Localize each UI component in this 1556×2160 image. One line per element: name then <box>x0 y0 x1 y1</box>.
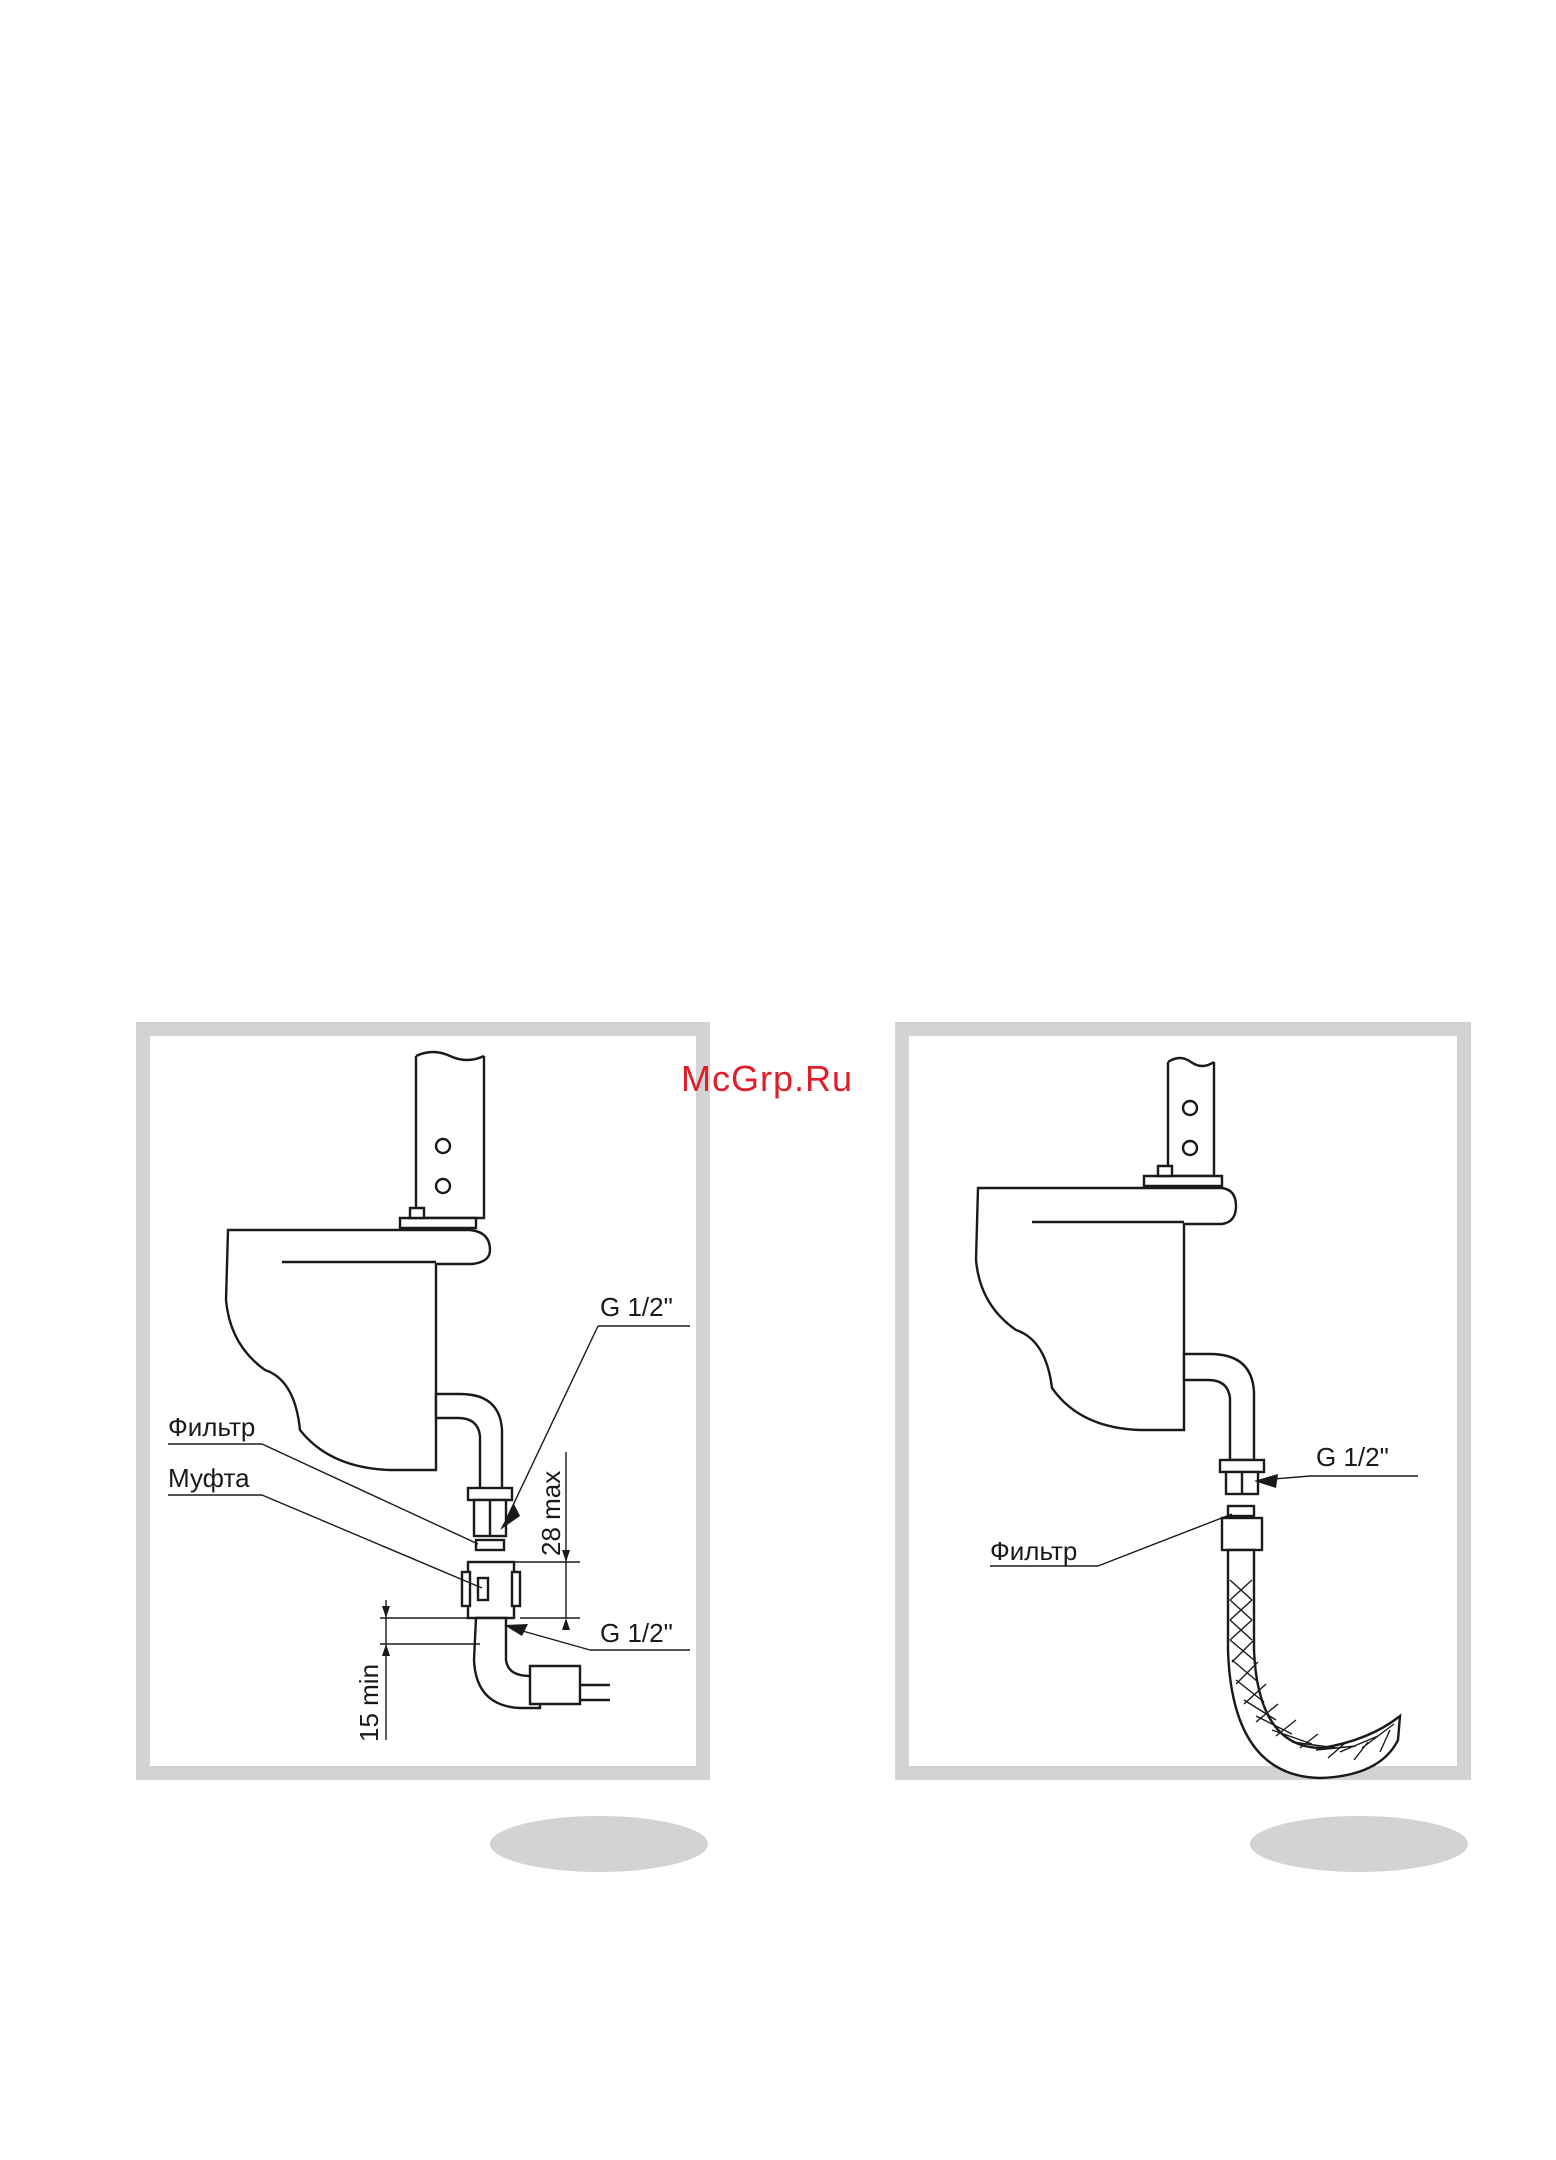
label-filter: Фильтр <box>168 1412 255 1442</box>
label-g-half-inch: G 1/2" <box>1316 1442 1389 1472</box>
label-coupling: Муфта <box>168 1463 250 1493</box>
figure-right-annotations: G 1/2" Фильтр <box>990 1442 1418 1566</box>
watermark-text: McGrp.Ru <box>681 1058 853 1100</box>
label-g-half-inch-top: G 1/2" <box>600 1292 673 1322</box>
figure-left-heater <box>226 1052 610 1708</box>
label-filter: Фильтр <box>990 1536 1077 1566</box>
figure-right-heater <box>976 1058 1400 1778</box>
dimension-28-max: 28 max <box>536 1471 566 1556</box>
label-g-half-inch-bottom: G 1/2" <box>600 1618 673 1648</box>
dimension-15-min: 15 min <box>354 1664 384 1742</box>
